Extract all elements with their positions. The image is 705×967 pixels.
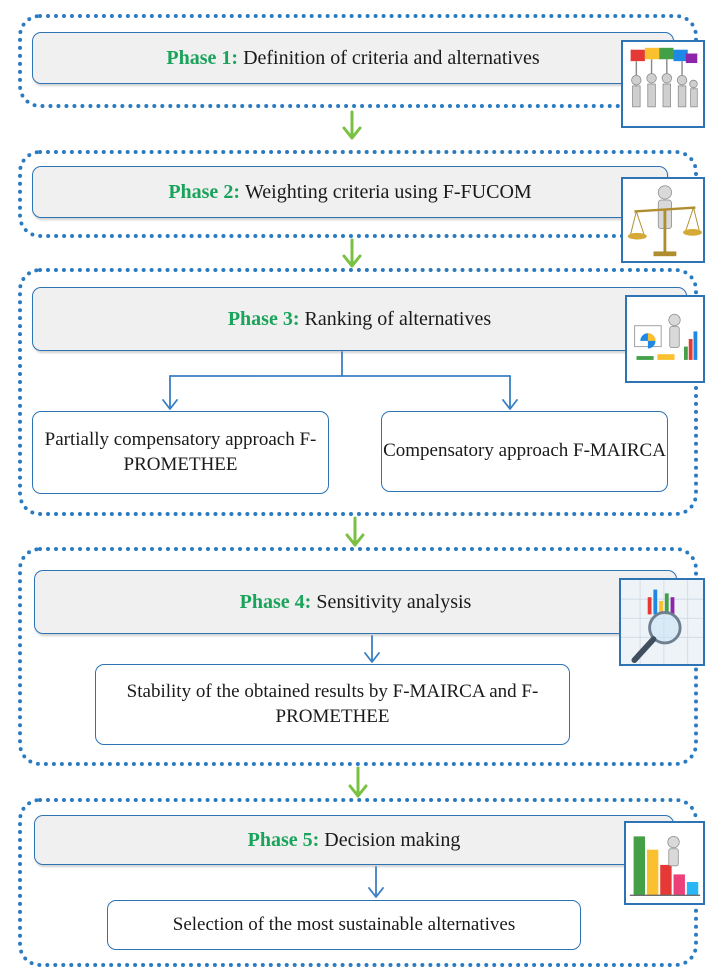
sensitivity-detail-text: Stability of the obtained results by F-M…	[126, 680, 539, 727]
phase-3-label: Phase 3:	[227, 307, 300, 330]
phase-4-title: Sensitivity analysis	[316, 590, 472, 613]
team-puzzle-icon	[621, 40, 705, 128]
balance-scale-icon	[621, 177, 705, 263]
phase-1-label: Phase 1:	[166, 46, 239, 69]
decision-detail-box: Selection of the most sustainable altern…	[107, 900, 581, 950]
phase-4-label: Phase 4:	[239, 590, 312, 613]
arrow-phase5-to-detail	[368, 866, 384, 898]
bar-chart-person-icon	[624, 821, 705, 905]
phase-2-box: Phase 2: Weighting criteria using F-FUCO…	[32, 166, 668, 218]
magnifier-chart-icon	[619, 578, 705, 666]
phase-5-title: Decision making	[324, 828, 461, 851]
phase-3-title: Ranking of alternatives	[304, 307, 492, 330]
phase-3-frame	[18, 268, 698, 516]
sensitivity-detail-box: Stability of the obtained results by F-M…	[95, 664, 570, 745]
arrow-phase4-to-phase5	[348, 766, 368, 798]
phase-3-box: Phase 3: Ranking of alternatives	[32, 287, 687, 351]
arrow-phase3-to-phase4	[345, 516, 365, 547]
branch-f-mairca-text: Compensatory approach F-MAIRCA	[383, 440, 666, 462]
branch-split-connector	[162, 351, 518, 410]
arrow-phase1-to-phase2	[342, 110, 362, 140]
arrow-phase2-to-phase3	[342, 238, 362, 268]
phase-4-box: Phase 4: Sensitivity analysis	[34, 570, 677, 634]
phase-1-box: Phase 1: Definition of criteria and alte…	[32, 32, 674, 84]
decision-detail-text: Selection of the most sustainable altern…	[172, 913, 516, 935]
phase-2-title: Weighting criteria using F-FUCOM	[244, 180, 532, 203]
branch-f-promethee: Partially compensatory approach F-PROMET…	[32, 411, 329, 494]
branch-f-promethee-text: Partially compensatory approach F-PROMET…	[44, 428, 317, 475]
charts-presenter-icon	[625, 295, 705, 383]
branch-f-mairca: Compensatory approach F-MAIRCA	[381, 411, 668, 492]
arrow-phase4-to-detail	[364, 635, 380, 663]
phase-2-label: Phase 2:	[168, 180, 240, 203]
phase-5-box: Phase 5: Decision making	[34, 815, 674, 865]
phase-5-label: Phase 5:	[247, 828, 320, 851]
phase-1-title: Definition of criteria and alternatives	[243, 46, 540, 69]
